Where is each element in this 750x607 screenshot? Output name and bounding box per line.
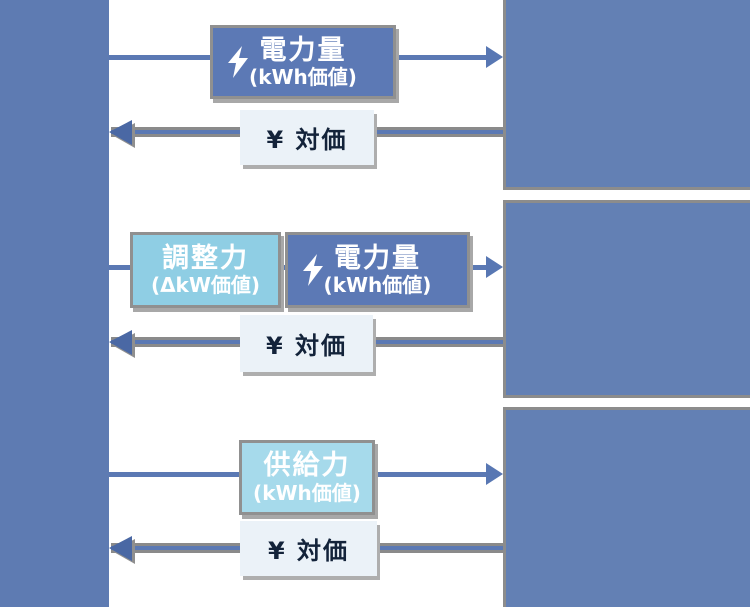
right-panel-middle — [503, 200, 750, 398]
box-sublabel: (ΔkW価値) — [150, 273, 261, 298]
adjustment-value-box-row2: 調整力 (ΔkW価値) — [130, 232, 281, 308]
box-sublabel: (kWh価値) — [253, 480, 361, 505]
price-label: ¥ 対価 — [266, 126, 348, 154]
right-panel-top — [503, 0, 750, 190]
price-label: ¥ 対価 — [265, 332, 348, 360]
energy-value-box-row1: 電力量 (kWh価値) — [210, 25, 396, 99]
box-sublabel: (kWh価値) — [323, 273, 432, 298]
arrow-left-icon — [109, 536, 132, 561]
arrow-right-icon — [486, 463, 503, 485]
energy-value-box-row2: 電力量 (kWh価値) — [285, 232, 470, 308]
left-panel — [0, 0, 109, 607]
box-label: 供給力 — [263, 450, 351, 482]
arrow-left-icon — [109, 330, 132, 355]
box-label: 電力量 — [334, 242, 421, 274]
price-label: ¥ 対価 — [267, 537, 350, 565]
box-label: 調整力 — [162, 242, 249, 274]
price-box-row2: ¥ 対価 — [240, 315, 373, 372]
arrow-right-icon — [486, 256, 503, 278]
lightning-icon — [301, 254, 325, 286]
price-box-row3: ¥ 対価 — [240, 521, 377, 576]
price-box-row1: ¥ 対価 — [240, 110, 374, 165]
arrow-left-icon — [109, 120, 132, 145]
box-label: 電力量 — [259, 34, 347, 66]
arrow-right-icon — [486, 46, 503, 68]
right-panel-bottom — [503, 407, 750, 607]
supply-value-box-row3: 供給力 (kWh価値) — [239, 440, 375, 515]
lightning-icon — [226, 46, 250, 78]
box-sublabel: (kWh価値) — [249, 65, 357, 90]
